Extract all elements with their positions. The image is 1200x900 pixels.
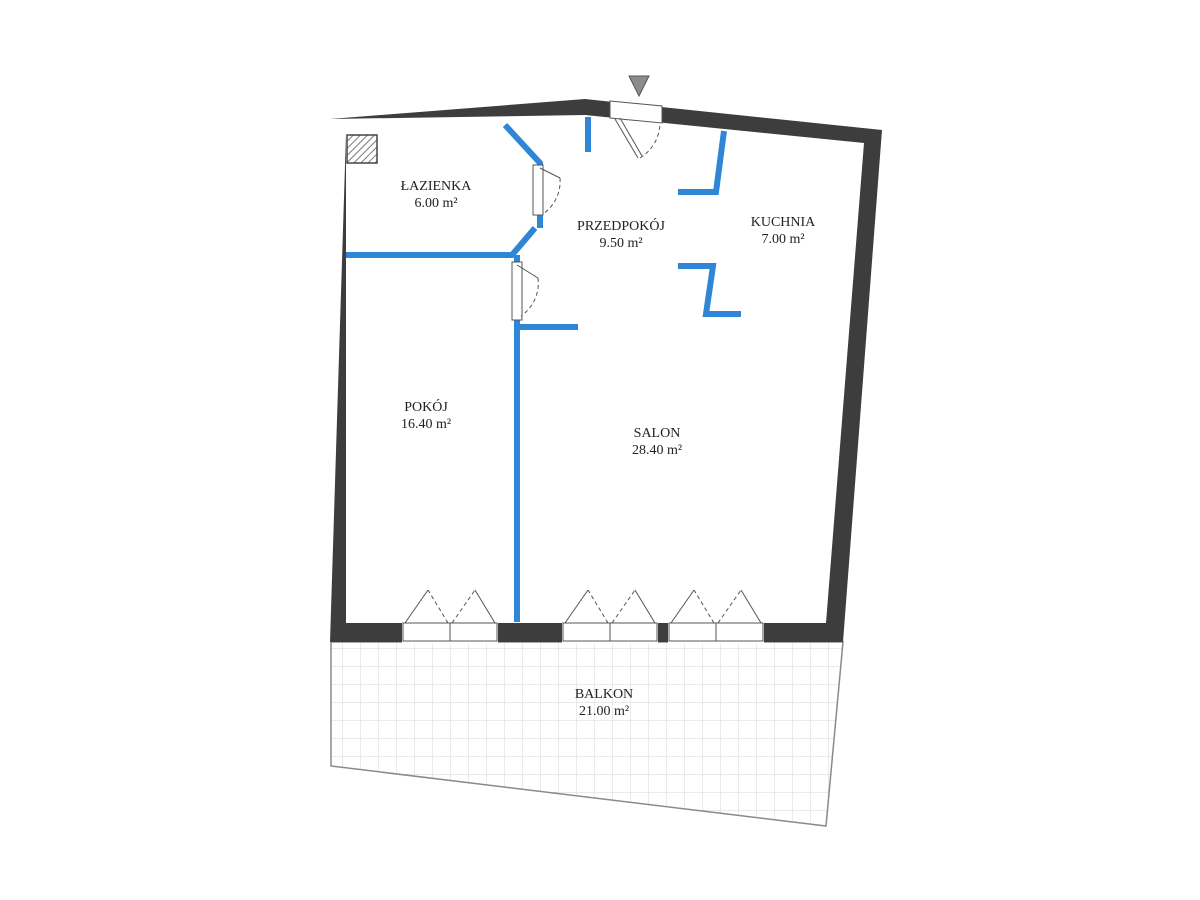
bathroom-door (532, 164, 561, 216)
room-lazienka: ŁAZIENKA 6.00 m² (401, 179, 473, 211)
room-name: PRZEDPOKÓJ (577, 217, 665, 234)
room-name: ŁAZIENKA (401, 179, 473, 194)
room-area: 16.40 m² (401, 417, 451, 432)
room-area: 9.50 m² (599, 236, 642, 251)
room-area: 28.40 m² (632, 443, 682, 458)
room-area: 21.00 m² (579, 704, 629, 719)
room-balkon: BALKON 21.00 m² (575, 687, 633, 719)
room-pokoj: POKÓJ 16.40 m² (401, 398, 451, 432)
room-name: POKÓJ (404, 398, 448, 415)
room-name: KUCHNIA (751, 215, 816, 230)
entrance-door (609, 100, 663, 159)
balcony-doors (402, 589, 764, 642)
bedroom-door (511, 261, 539, 321)
balcony (330, 641, 844, 827)
room-kuchnia: KUCHNIA 7.00 m² (751, 215, 816, 247)
entrance-triangle-icon (628, 75, 650, 98)
room-salon: SALON 28.40 m² (632, 426, 682, 458)
room-area: 6.00 m² (414, 196, 457, 211)
room-name: BALKON (575, 687, 633, 702)
ventilation-shaft-icon (346, 134, 378, 164)
room-area: 7.00 m² (761, 232, 804, 247)
room-przedpokoj: PRZEDPOKÓJ 9.50 m² (577, 217, 665, 251)
room-name: SALON (634, 426, 681, 441)
inner-walls (346, 117, 741, 622)
